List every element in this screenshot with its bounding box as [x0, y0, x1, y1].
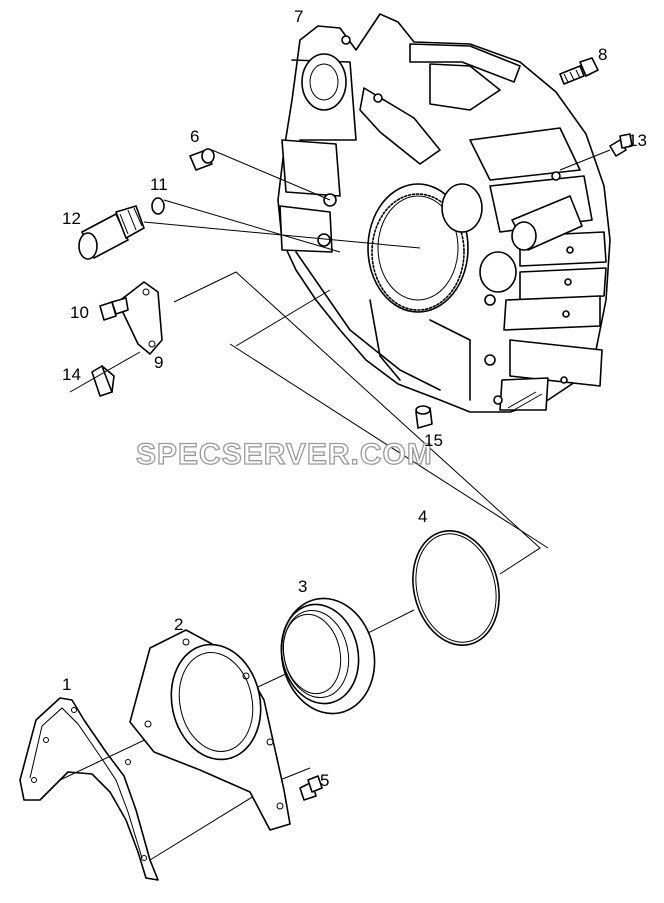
fitting-part-13 — [559, 133, 633, 171]
bolt-part-8 — [559, 57, 599, 85]
callout-10: 10 — [70, 303, 89, 322]
clamp-part-14 — [91, 365, 115, 397]
oil-seal-part-3 — [280, 597, 376, 715]
callout-14: 14 — [62, 365, 81, 384]
callout-9: 9 — [154, 353, 163, 372]
callout-5: 5 — [320, 771, 329, 790]
callout-15: 15 — [424, 431, 443, 450]
callout-12: 12 — [62, 209, 81, 228]
callout-2: 2 — [174, 615, 183, 634]
sensor-part-12 — [78, 205, 421, 260]
callout-7: 7 — [294, 7, 303, 26]
plug-part-6 — [189, 148, 331, 201]
seal-housing-part-2 — [129, 629, 291, 831]
callout-1: 1 — [62, 675, 71, 694]
plug-part-15 — [415, 405, 433, 429]
callout-13: 13 — [628, 131, 647, 150]
o-ring-part-4 — [412, 530, 500, 646]
bolt-part-5 — [299, 775, 323, 801]
gasket-part-1 — [19, 697, 159, 881]
callout-4: 4 — [418, 507, 427, 526]
o-ring-part-11 — [151, 197, 341, 253]
callout-3: 3 — [298, 577, 307, 596]
callout-6: 6 — [190, 127, 199, 146]
callout-11: 11 — [150, 175, 168, 194]
flywheel-housing — [277, 13, 611, 413]
cover-plate-part-9 — [117, 281, 163, 355]
watermark-text: SPECSERVER.COM — [136, 438, 433, 471]
bolt-part-10 — [99, 297, 129, 321]
callout-8: 8 — [598, 45, 607, 64]
